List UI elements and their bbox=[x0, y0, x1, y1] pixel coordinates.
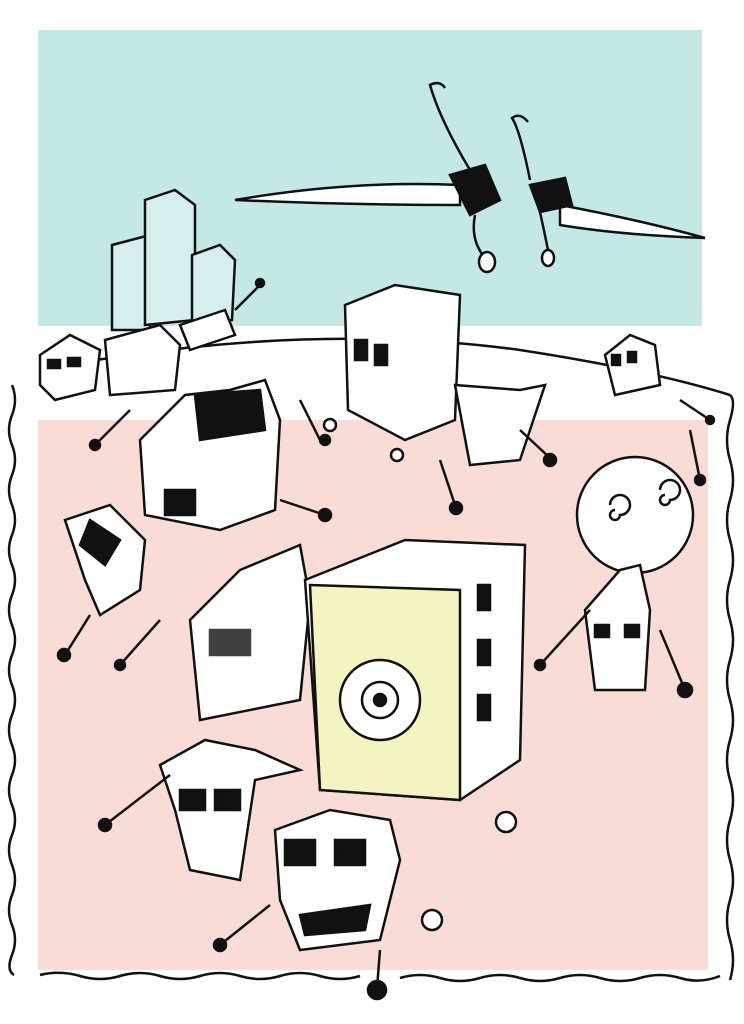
second-house-creature bbox=[158, 543, 312, 882]
ghost-creature bbox=[603, 333, 662, 397]
yellow-box-creature bbox=[273, 538, 527, 952]
tower-creature-top bbox=[322, 283, 547, 467]
flying-creature bbox=[234, 81, 706, 274]
house-creature bbox=[63, 378, 282, 617]
city-skyline bbox=[110, 188, 237, 332]
small-building-creature-left bbox=[38, 308, 237, 402]
frame-border bbox=[7, 384, 735, 983]
creature-legs bbox=[56, 277, 716, 1001]
spiral-ball-creature bbox=[575, 455, 695, 692]
